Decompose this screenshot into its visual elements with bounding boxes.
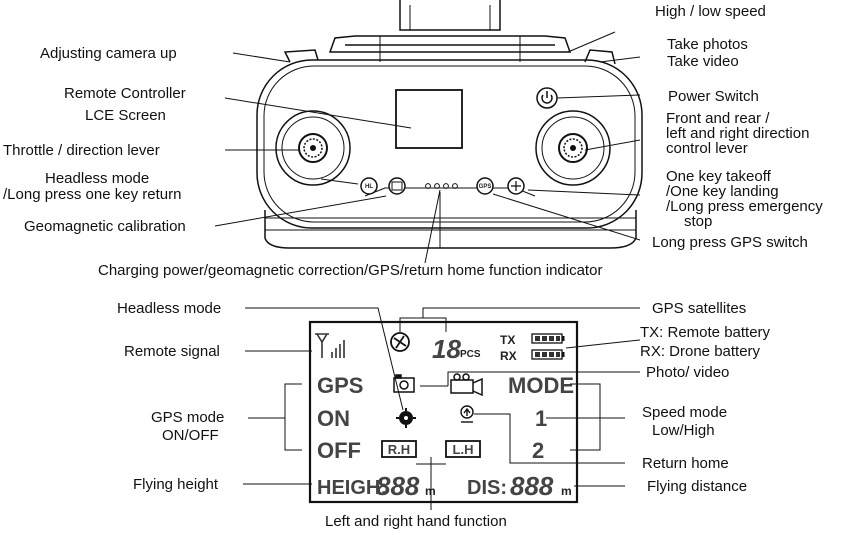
rx-battery-icon xyxy=(531,349,565,360)
label-one-key-line1: One key takeoff xyxy=(666,168,772,185)
left-hand-indicator: L.H xyxy=(445,440,481,458)
gps-satellite-icon xyxy=(390,332,410,352)
label-take-video: Take video xyxy=(667,53,739,70)
label-power-switch: Power Switch xyxy=(668,88,759,105)
label-rx-drone-battery: RX: Drone battery xyxy=(640,343,761,360)
controller-body xyxy=(256,59,643,229)
label-return-home: Return home xyxy=(642,455,729,472)
label-flying-height: Flying height xyxy=(133,476,219,493)
label-geomagnetic-calibration: Geomagnetic calibration xyxy=(24,218,186,235)
lcd-rh: R.H xyxy=(388,442,410,457)
label-speed-low-high: Low/High xyxy=(652,422,715,439)
label-photo-video: Photo/ video xyxy=(646,364,729,381)
top-bracket xyxy=(328,35,572,53)
headless-button-glyph: HL xyxy=(365,184,373,190)
label-headless-mode-line1: Headless mode xyxy=(45,170,149,187)
left-bumper xyxy=(283,49,319,63)
lcd-lh: L.H xyxy=(453,442,474,457)
tx-battery-icon xyxy=(531,333,565,344)
label-gps-satellites: GPS satellites xyxy=(652,300,746,317)
propeller-icon xyxy=(511,181,521,191)
lcd-on: ON xyxy=(317,406,350,431)
label-take-photos: Take photos xyxy=(667,36,748,53)
video-icon xyxy=(450,373,483,397)
lcd-pcs: PCS xyxy=(460,349,481,360)
label-throttle-lever: Throttle / direction lever xyxy=(3,142,160,159)
power-button[interactable] xyxy=(536,87,558,109)
throttle-lever[interactable] xyxy=(275,110,351,186)
lcd-leader-lines xyxy=(243,307,641,510)
label-flying-distance: Flying distance xyxy=(647,478,747,495)
phone-holder xyxy=(399,0,501,31)
remote-controller xyxy=(256,0,643,249)
lcd-speed-1: 1 xyxy=(535,406,547,431)
lcd-mode: MODE xyxy=(508,373,574,398)
lcd-tx: TX xyxy=(500,333,515,347)
label-gps-on-off: ON/OFF xyxy=(162,427,219,444)
lcd-rx: RX xyxy=(500,349,517,363)
label-charging-indicator: Charging power/geomagnetic correction/GP… xyxy=(98,262,602,279)
label-high-low-speed: High / low speed xyxy=(655,3,766,20)
headless-mode-button[interactable]: HL xyxy=(360,177,378,195)
direction-control-lever[interactable] xyxy=(535,110,611,186)
lcd-panel xyxy=(308,320,579,504)
lcd-dis-unit: m xyxy=(561,484,572,498)
label-adjusting-camera-up: Adjusting camera up xyxy=(40,45,177,62)
lcd-satellite-count: 18 xyxy=(432,334,461,364)
controller-lcd-screen xyxy=(395,89,463,149)
lcd-dis-label: DIS: xyxy=(467,477,507,499)
label-gps-mode: GPS mode xyxy=(151,409,224,426)
remote-signal-icon xyxy=(315,333,345,358)
lcd-height-unit: m xyxy=(425,484,436,498)
headless-mode-icon xyxy=(396,408,416,428)
label-lce-screen: LCE Screen xyxy=(85,107,166,124)
power-icon xyxy=(541,94,553,104)
geomagnetic-calibration-button[interactable] xyxy=(388,177,406,195)
label-tx-remote-battery: TX: Remote battery xyxy=(640,324,771,341)
lcd-off: OFF xyxy=(317,438,361,463)
controller-base xyxy=(264,210,637,249)
label-left-right-hand: Left and right hand function xyxy=(325,513,507,530)
label-remote-signal: Remote signal xyxy=(124,343,220,360)
indicator-lights xyxy=(425,183,458,189)
gps-button-label: GPS xyxy=(479,184,492,190)
label-one-key-line3: /Long press emergency xyxy=(666,198,823,215)
label-lcd-headless-mode: Headless mode xyxy=(117,300,221,317)
label-front-rear-line1: Front and rear / xyxy=(666,110,770,127)
label-speed-mode: Speed mode xyxy=(642,404,727,421)
lcd-gps: GPS xyxy=(317,373,363,398)
lcd-height-label: HEIGH: xyxy=(317,477,387,499)
label-long-press-gps: Long press GPS switch xyxy=(652,234,808,251)
label-front-rear-line2: left and right direction xyxy=(666,125,809,142)
label-one-key-line2: /One key landing xyxy=(666,183,779,200)
right-bumper xyxy=(584,49,616,65)
label-remote-controller: Remote Controller xyxy=(64,85,186,102)
photo-icon xyxy=(393,374,415,393)
lcd-speed-2: 2 xyxy=(532,438,544,463)
label-front-rear-line3: control lever xyxy=(666,140,748,157)
gps-button[interactable]: GPS xyxy=(476,177,494,195)
right-hand-indicator: R.H xyxy=(381,440,417,458)
label-headless-mode-line2: /Long press one key return xyxy=(3,186,181,203)
lcd-dis-value: 888 xyxy=(510,471,554,501)
takeoff-landing-button[interactable] xyxy=(507,177,525,195)
controller-leader-lines xyxy=(214,31,641,264)
lcd-height-value: 888 xyxy=(376,471,420,501)
return-home-icon xyxy=(460,405,474,423)
label-one-key-line4: stop xyxy=(684,213,712,230)
